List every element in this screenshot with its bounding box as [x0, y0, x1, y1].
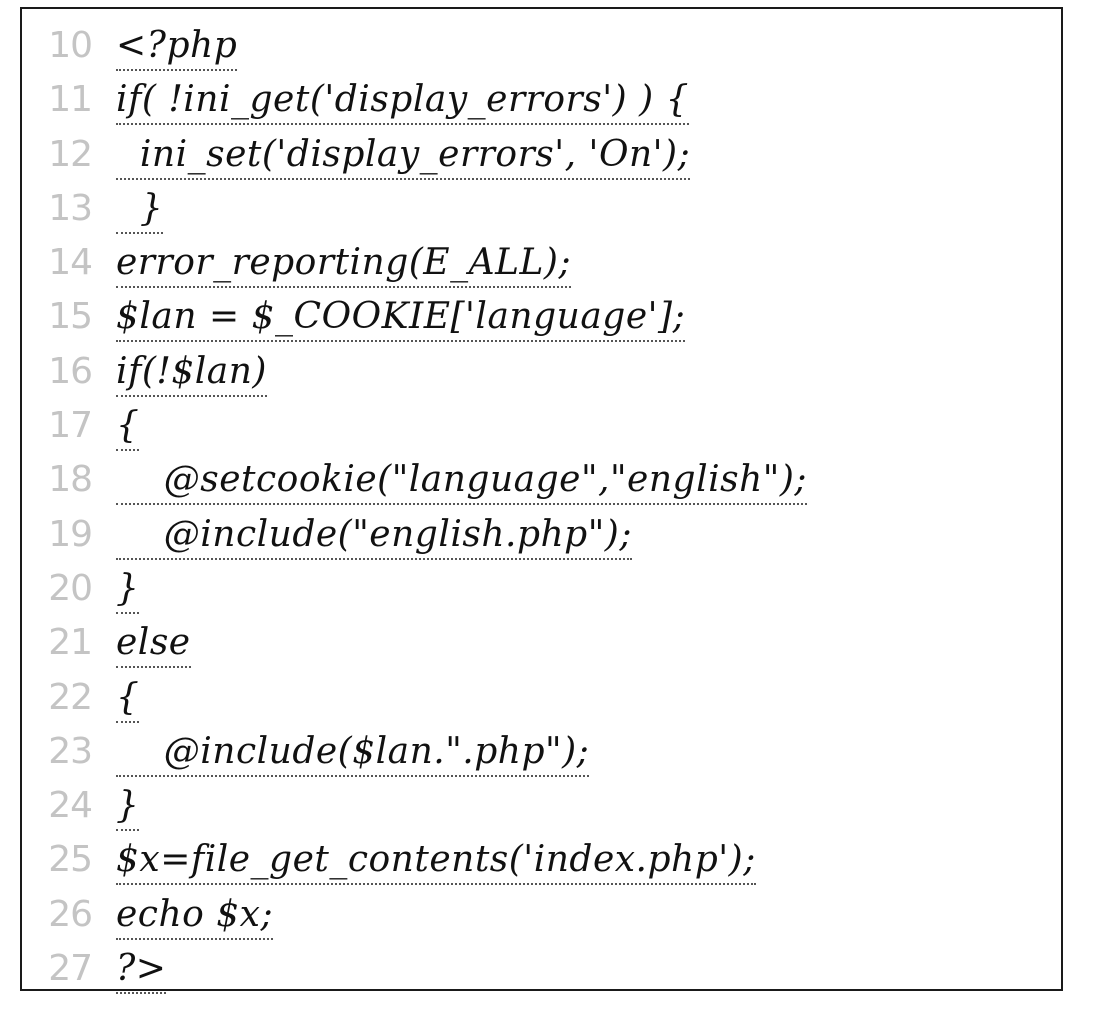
code-lines: 10 <?php 11 if( !ini_get('display_errors…	[22, 23, 1061, 1000]
code-line: 20 }	[22, 566, 1061, 620]
line-code: echo $x;	[116, 892, 274, 940]
line-code: @include("english.php");	[116, 512, 632, 560]
code-line: 11 if( !ini_get('display_errors') ) {	[22, 77, 1061, 131]
line-number: 18	[48, 459, 93, 501]
line-code: else	[116, 620, 191, 669]
line-number: 11	[48, 79, 93, 121]
code-line: 25 $x=file_get_contents('index.php');	[22, 837, 1061, 891]
code-line: 23 @include($lan.".php");	[22, 729, 1061, 783]
code-line: 24 }	[22, 783, 1061, 837]
line-code: error_reporting(E_ALL);	[116, 240, 572, 289]
line-code: ?>	[116, 946, 167, 995]
code-line: 21 else	[22, 620, 1061, 674]
line-number: 24	[48, 785, 93, 827]
line-code: @include($lan.".php");	[116, 729, 590, 777]
code-line: 13 }	[22, 186, 1061, 240]
line-code: {	[116, 403, 140, 452]
line-number: 17	[48, 405, 93, 447]
line-code: }	[116, 186, 164, 234]
code-line: 10 <?php	[22, 23, 1061, 77]
line-code: @setcookie("language","english");	[116, 457, 807, 506]
line-code: <?php	[116, 23, 238, 71]
line-number: 13	[48, 187, 93, 229]
code-line: 26 echo $x;	[22, 892, 1061, 946]
code-line: 18 @setcookie("language","english");	[22, 457, 1061, 511]
line-number: 16	[48, 350, 93, 392]
code-line: 17 {	[22, 403, 1061, 457]
line-code: }	[116, 566, 140, 614]
line-number: 26	[48, 893, 93, 935]
line-number: 23	[48, 730, 93, 772]
line-number: 21	[48, 622, 93, 664]
line-number: 14	[48, 242, 93, 284]
line-number: 25	[48, 839, 93, 881]
code-line: 15 $lan = $_COOKIE['language'];	[22, 294, 1061, 348]
code-line: 14 error_reporting(E_ALL);	[22, 240, 1061, 294]
line-number: 20	[48, 567, 93, 609]
line-code: if( !ini_get('display_errors') ) {	[116, 77, 690, 126]
code-line: 19 @include("english.php");	[22, 512, 1061, 566]
line-code: $lan = $_COOKIE['language'];	[116, 294, 686, 343]
line-number: 27	[48, 948, 93, 990]
line-number: 22	[48, 676, 93, 718]
line-code: {	[116, 675, 140, 723]
code-line: 22 {	[22, 675, 1061, 729]
line-code: ini_set('display_errors', 'On');	[116, 132, 691, 180]
code-listing-frame: 10 <?php 11 if( !ini_get('display_errors…	[20, 7, 1063, 995]
code-line: 27 ?>	[22, 946, 1061, 1000]
line-code: $x=file_get_contents('index.php');	[116, 837, 756, 886]
code-line: 12 ini_set('display_errors', 'On');	[22, 132, 1061, 186]
line-number: 19	[48, 513, 93, 555]
line-number: 12	[48, 133, 93, 175]
line-number: 15	[48, 296, 93, 338]
line-number: 10	[48, 25, 93, 66]
line-code: if(!$lan)	[116, 349, 267, 397]
code-line: 16 if(!$lan)	[22, 349, 1061, 403]
line-code: }	[116, 783, 140, 832]
